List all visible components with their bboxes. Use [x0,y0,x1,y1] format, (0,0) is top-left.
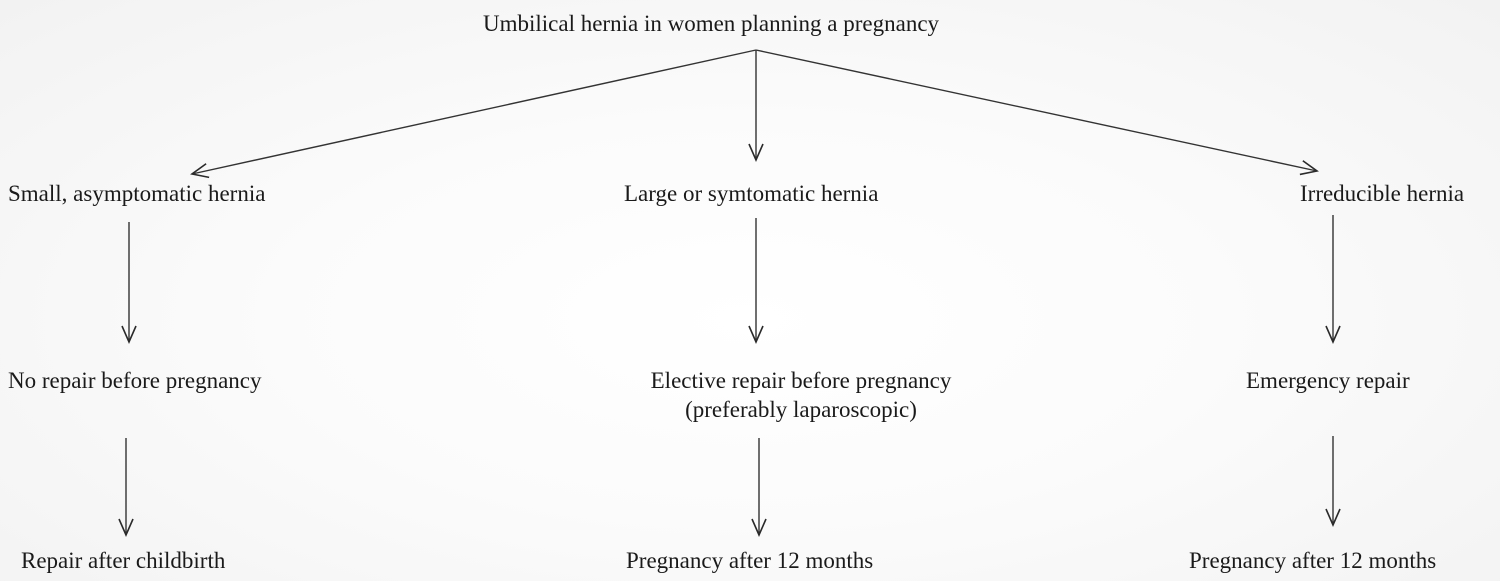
arrow-root-to-irreducible [755,49,1319,176]
irreducible-hernia-outcome: Pregnancy after 12 months [1189,548,1437,573]
root-node-title: Umbilical hernia in women planning a pre… [483,11,940,36]
irreducible-hernia-management: Emergency repair [1246,368,1410,393]
arrow-root-to-small [190,49,757,179]
large-hernia-outcome: Pregnancy after 12 months [626,548,874,573]
small-hernia-outcome: Repair after childbirth [21,548,226,573]
small-hernia-condition: Small, asymptomatic hernia [8,181,266,206]
large-hernia-condition: Large or symtomatic hernia [624,181,879,206]
large-hernia-management-line-1: Elective repair before pregnancy [650,368,952,393]
small-hernia-management: No repair before pregnancy [8,368,262,393]
irreducible-hernia-condition: Irreducible hernia [1300,181,1465,206]
large-hernia-management: Elective repair before pregnancy (prefer… [624,366,978,424]
large-hernia-management-line-2: (preferably laparoscopic) [685,397,917,422]
